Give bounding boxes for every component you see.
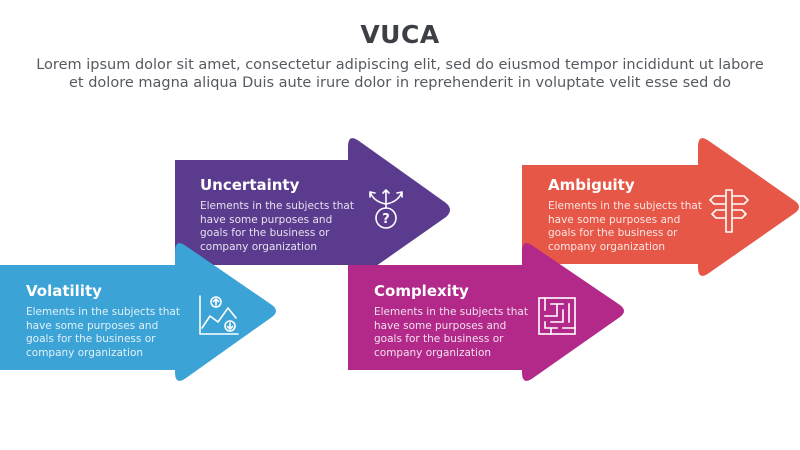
step-description: Elements in the subjects that have some … — [374, 306, 528, 359]
chart-arrows-icon — [199, 295, 239, 335]
step-description: Elements in the subjects that have some … — [26, 306, 180, 359]
page-title: VUCA — [360, 20, 440, 49]
step-uncertainty: Uncertainty Elements in the subjects tha… — [200, 176, 360, 254]
step-title: Complexity — [374, 282, 469, 300]
svg-text:?: ? — [382, 212, 390, 227]
signpost-icon — [709, 189, 749, 233]
question-directions-icon: ? — [369, 189, 403, 229]
step-title: Uncertainty — [200, 176, 300, 194]
page-subtitle: Lorem ipsum dolor sit amet, consectetur … — [36, 57, 764, 91]
step-description: Elements in the subjects that have some … — [548, 200, 702, 253]
step-volatility: Volatility Elements in the subjects that… — [26, 282, 186, 360]
step-ambiguity: Ambiguity Elements in the subjects that … — [548, 176, 708, 254]
step-complexity: Complexity Elements in the subjects that… — [374, 282, 534, 360]
step-title: Volatility — [26, 282, 102, 300]
maze-icon — [538, 297, 576, 335]
volatility-arrow — [0, 243, 276, 381]
step-description: Elements in the subjects that have some … — [200, 200, 354, 253]
complexity-arrow — [348, 243, 624, 381]
uncertainty-arrow — [175, 138, 450, 281]
step-title: Ambiguity — [548, 176, 635, 194]
ambiguity-arrow — [522, 138, 799, 276]
